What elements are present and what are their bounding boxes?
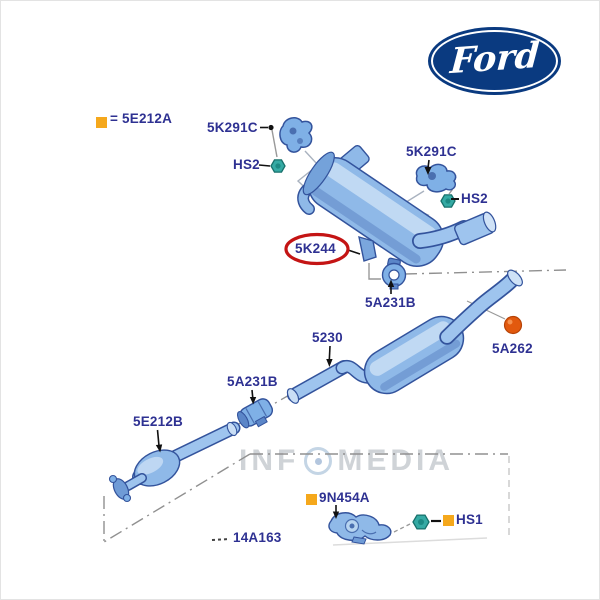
- watermark-text-right: MEDIA: [337, 444, 454, 477]
- tailpipe-tip: [453, 211, 497, 246]
- nut-hs2-right-drawing: [440, 194, 456, 208]
- stud-line-top-left: [271, 129, 278, 158]
- legend-label: = 5E212A: [110, 111, 173, 126]
- nut-hs1-drawing: [412, 514, 430, 530]
- heat-shield-dashes: [211, 538, 231, 541]
- part-label-5230[interactable]: 5230: [312, 330, 343, 345]
- hanger-isolator-right-drawing: [415, 163, 457, 193]
- part-label-hs1[interactable]: HS1: [456, 512, 483, 527]
- part-label-5e212b[interactable]: 5E212B: [133, 414, 183, 429]
- part-label-5k291c-top[interactable]: 5K291C: [207, 120, 258, 135]
- flex-to-nut-dashes: [393, 523, 411, 533]
- axis-clamp-upper: [403, 269, 567, 275]
- insulator-drawing: [503, 315, 523, 335]
- muffler-bracket: [358, 236, 377, 262]
- hanger-isolator-top-left-drawing: [279, 117, 313, 153]
- watermark-target-icon: [304, 447, 333, 475]
- callout-arrows: [155, 124, 459, 519]
- legend-yellow-marker: [96, 117, 107, 128]
- part-label-5a231b-lower[interactable]: 5A231B: [227, 374, 278, 389]
- ford-logo-ring: Ford: [431, 30, 558, 92]
- part-label-hs2-right[interactable]: HS2: [461, 191, 488, 206]
- hs1-yellow-marker: [443, 515, 454, 526]
- part-label-5k244[interactable]: 5K244: [295, 241, 336, 256]
- cut-line-bottom: [332, 537, 488, 546]
- highlight-ring: [284, 232, 350, 266]
- bracket-to-clamp-line: [368, 263, 381, 280]
- part-label-5a262[interactable]: 5A262: [492, 341, 533, 356]
- center-exhaust-drawing: [286, 269, 523, 404]
- ford-logo-text: Ford: [448, 34, 541, 83]
- ford-logo: Ford: [428, 27, 561, 95]
- watermark: INF MEDIA: [239, 444, 454, 478]
- part-label-9n454a[interactable]: 9N454A: [319, 490, 370, 505]
- part-label-5a231b-upper[interactable]: 5A231B: [365, 295, 416, 310]
- part-label-14a163[interactable]: 14A163: [233, 530, 282, 545]
- watermark-text-left: INF: [239, 444, 300, 477]
- flex-pipe-drawing: [328, 512, 392, 545]
- flex-pipe-yellow-marker: [306, 494, 317, 505]
- part-label-5k291c-right[interactable]: 5K291C: [406, 144, 457, 159]
- catalytic-converter-drawing: [108, 421, 241, 503]
- axis-bottom-diagonal: [103, 453, 251, 543]
- clamp-lower-drawing: [236, 398, 274, 429]
- clamp-upper-drawing: [381, 257, 407, 290]
- rear-muffler-drawing: [297, 144, 497, 267]
- nut-hs2-top-left-drawing: [270, 159, 286, 173]
- part-label-hs2-top[interactable]: HS2: [233, 157, 260, 172]
